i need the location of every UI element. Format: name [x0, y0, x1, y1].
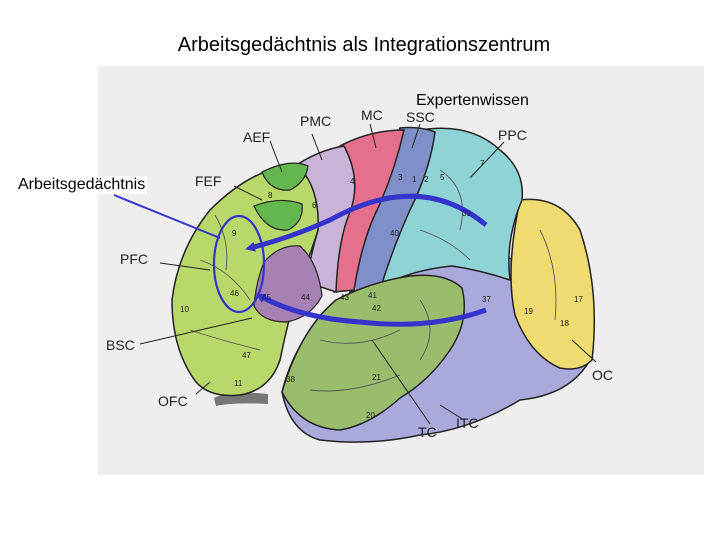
label-pfc: PFC [120, 251, 148, 267]
area-1: 1 [412, 175, 417, 184]
area-8: 8 [268, 191, 273, 200]
area-44: 44 [301, 293, 310, 302]
callout-line-wm [113, 194, 221, 239]
label-mc: MC [361, 107, 383, 123]
area-47: 47 [242, 351, 251, 360]
area-39: 39 [462, 209, 471, 218]
area-10: 10 [180, 305, 189, 314]
area-5: 5 [440, 173, 445, 182]
arrow-parietal-to-pfc [245, 193, 488, 252]
area-43: 43 [340, 293, 349, 302]
label-fef: FEF [195, 173, 221, 189]
leader-lines [139, 123, 597, 425]
area-9: 9 [232, 229, 237, 238]
area-6: 6 [312, 201, 317, 210]
label-ppc: PPC [498, 127, 527, 143]
area-17: 17 [574, 295, 583, 304]
area-46: 46 [230, 289, 239, 298]
region-oc [510, 198, 595, 370]
gyri-lines [189, 169, 557, 392]
region-fef [253, 199, 303, 231]
area-7: 7 [480, 159, 485, 168]
label-tc: TC [418, 424, 437, 440]
label-bsc: BSC [106, 337, 135, 353]
working-memory-ellipse [212, 214, 266, 314]
area-45: 45 [262, 293, 271, 302]
callout-expertenwissen: Expertenwissen [414, 92, 531, 110]
area-19: 19 [524, 307, 533, 316]
area-37: 37 [482, 295, 491, 304]
callout-arbeitsgedaechtnis: Arbeitsgedächtnis [16, 176, 148, 194]
area-2: 2 [424, 175, 429, 184]
area-20: 20 [366, 411, 375, 420]
area-11: 11 [234, 379, 243, 388]
area-38: 38 [286, 375, 295, 384]
label-aef: AEF [243, 129, 270, 145]
area-3: 3 [398, 173, 403, 182]
label-pmc: PMC [300, 113, 331, 129]
area-18: 18 [560, 319, 569, 328]
slide-title: Arbeitsgedächtnis als Integrationszentru… [177, 34, 551, 56]
area-41: 41 [368, 291, 377, 300]
region-fef-upper [261, 162, 309, 191]
label-itc: ITC [456, 415, 479, 431]
label-ofc: OFC [158, 393, 188, 409]
area-42: 42 [372, 304, 381, 313]
label-oc: OC [592, 367, 613, 383]
area-40: 40 [390, 229, 399, 238]
area-4: 4 [350, 177, 355, 186]
arrow-temporal-to-pfc [255, 293, 487, 327]
label-ssc: SSC [406, 109, 435, 125]
area-21: 21 [372, 373, 381, 382]
